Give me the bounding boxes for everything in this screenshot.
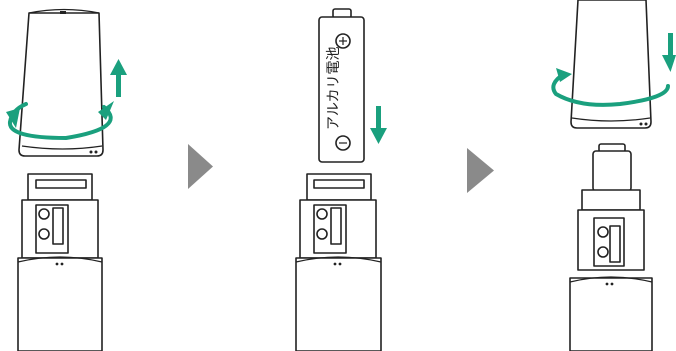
battery: アルカリ電池 bbox=[319, 9, 364, 162]
battery-label: アルカリ電池 bbox=[326, 47, 342, 130]
device-body bbox=[18, 174, 102, 351]
battery-top bbox=[593, 144, 631, 191]
step-1-remove-cap bbox=[6, 10, 127, 351]
up-arrow-icon bbox=[110, 59, 127, 97]
step-2-insert-battery: アルカリ電池 bbox=[296, 9, 387, 351]
down-arrow-icon bbox=[662, 33, 676, 72]
step-arrow-1-icon bbox=[188, 144, 213, 189]
device-body bbox=[570, 190, 652, 351]
step-arrow-2-icon bbox=[467, 148, 494, 193]
step-3-replace-cap bbox=[553, 0, 676, 351]
down-arrow-icon bbox=[370, 106, 387, 144]
device-body bbox=[296, 174, 381, 351]
cap bbox=[571, 0, 651, 128]
